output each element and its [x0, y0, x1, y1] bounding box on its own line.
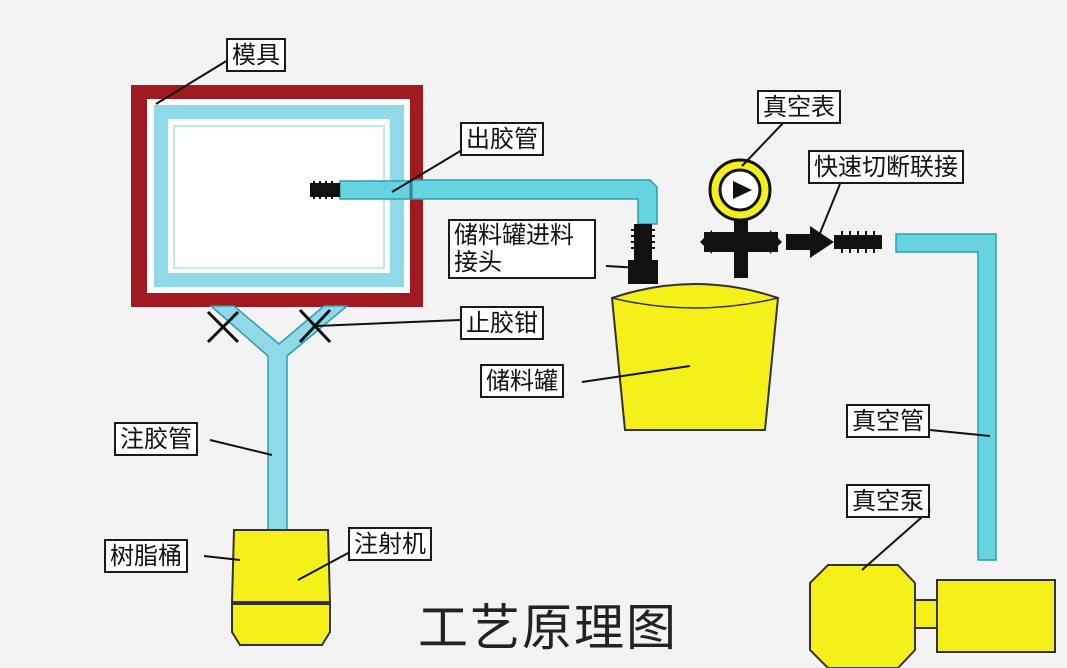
- resin-bucket-shape: [230, 529, 332, 646]
- injection-pipe-shape: [209, 305, 350, 531]
- label-vacuum-gauge: 真空表: [757, 90, 841, 124]
- storage-tank-vessel: [610, 283, 780, 431]
- leader-vacuum-gauge: [741, 119, 787, 167]
- tank-inlet-fitting-shape: [628, 224, 658, 284]
- cross-fitting: [704, 232, 778, 252]
- leader-vacuum-pump: [861, 509, 931, 571]
- leader-storage-tank: [581, 365, 691, 383]
- label-quick-disconnect: 快速切断联接: [808, 150, 964, 184]
- leader-pinch-clamp: [315, 319, 461, 327]
- leader-resin-bucket: [203, 555, 241, 561]
- leader-quick-disconnect: [817, 183, 841, 239]
- leader-injector: [297, 551, 351, 581]
- label-injection-pipe: 注胶管: [114, 422, 198, 456]
- label-pinch-clamp: 止胶钳: [460, 306, 544, 340]
- label-injector: 注射机: [348, 527, 432, 561]
- outlet-pipe-end-fitting: [310, 181, 340, 199]
- gauge-needle: [733, 181, 752, 199]
- pinch-clamp-marks: [206, 308, 332, 344]
- label-resin-bucket: 树脂桶: [104, 539, 188, 573]
- label-mold: 模具: [226, 38, 286, 72]
- pump-motor: [809, 564, 916, 668]
- diagram-title: 工艺原理图: [418, 599, 678, 657]
- outlet-pipe-inside-mold: [339, 180, 411, 200]
- leader-tank-inlet: [605, 265, 641, 269]
- label-storage-tank: 储料罐: [480, 364, 564, 398]
- outlet-pipe: [310, 179, 658, 225]
- pump-body: [936, 579, 1056, 653]
- label-tank-inlet-fitting: 储料罐进料接头: [448, 219, 596, 279]
- leader-outlet-pipe: [391, 149, 463, 193]
- leader-vacuum-pipe: [929, 429, 991, 437]
- vacuum-pump-shape: [809, 564, 1056, 668]
- leader-mold: [155, 59, 229, 105]
- label-vacuum-pump: 真空泵: [846, 484, 930, 518]
- leader-injection-pipe: [209, 439, 273, 456]
- label-outlet-pipe: 出胶管: [460, 122, 544, 156]
- quick-disconnect-shape: [786, 226, 882, 258]
- label-vacuum-pipe: 真空管: [846, 404, 930, 438]
- leader-lines: [155, 59, 991, 581]
- pump-coupling: [914, 599, 938, 629]
- vacuum-gauge-assembly: [700, 158, 782, 278]
- vacuum-pipe-shape: [895, 233, 997, 561]
